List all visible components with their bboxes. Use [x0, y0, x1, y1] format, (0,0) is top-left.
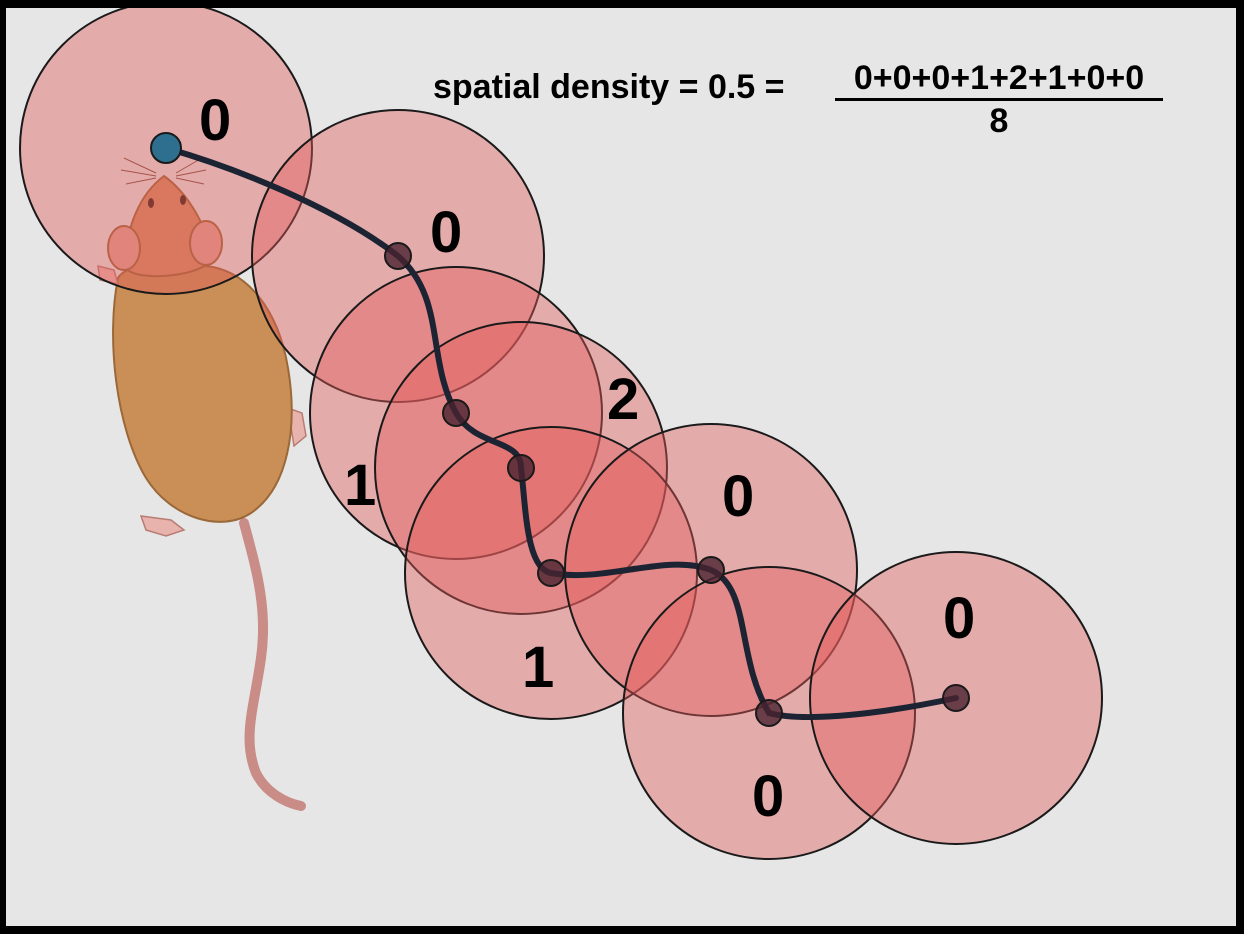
count-label-1: 0: [199, 88, 231, 153]
count-label-5: 1: [522, 635, 554, 700]
formula-numerator: 0+0+0+1+2+1+0+0: [835, 60, 1163, 101]
sample-point-5: [537, 559, 565, 587]
sample-point-2: [384, 242, 412, 270]
formula-lhs: spatial density = 0.5 =: [433, 68, 785, 106]
sample-point-6: [697, 556, 725, 584]
spatial-density-diagram: 0 0 1 2 1 0 0 0: [19, 8, 1103, 860]
count-label-8: 0: [943, 586, 975, 651]
sample-point-8: [942, 684, 970, 712]
diagram-frame: 0 0 1 2 1 0 0 0 spatial density = 0.5 = …: [6, 8, 1236, 926]
sample-points: [150, 132, 970, 727]
sample-point-4: [507, 454, 535, 482]
count-label-2: 0: [430, 200, 462, 265]
count-label-4: 2: [607, 367, 639, 432]
count-label-7: 0: [752, 764, 784, 829]
count-label-6: 0: [722, 464, 754, 529]
formula-fraction: 0+0+0+1+2+1+0+0 8: [835, 60, 1163, 141]
start-point: [150, 132, 182, 164]
mouse-icon: [97, 157, 307, 811]
count-labels: 0 0 1 2 1 0 0 0: [199, 88, 975, 829]
formula-denominator: 8: [989, 102, 1009, 140]
sample-point-7: [755, 699, 783, 727]
sample-point-3: [442, 399, 470, 427]
count-label-3: 1: [344, 453, 376, 518]
